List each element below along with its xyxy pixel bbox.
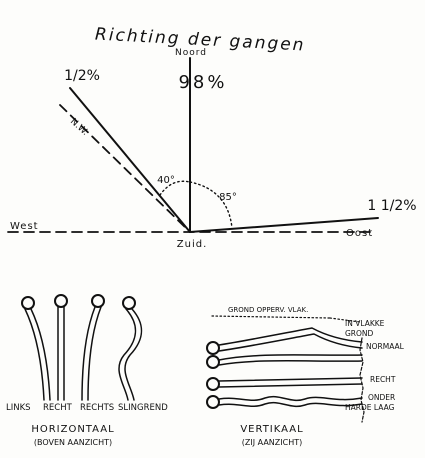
vertical-subtitle: (ZIJ AANZICHT) (242, 438, 302, 447)
vertical-hole-3 (206, 377, 220, 391)
vertical-hole-1 (206, 341, 220, 355)
ground-surface-line (211, 315, 331, 319)
south-label: Zuid. (177, 239, 208, 250)
tunnel-hole-slingrend (122, 296, 136, 310)
type-straight-label: RECHT (370, 375, 396, 384)
type-flat-line2: GROND (345, 329, 374, 338)
north-label: Noord (175, 48, 207, 58)
tunnel-path-slingrend (118, 308, 143, 401)
tunnel-hole-rechts (91, 294, 105, 308)
nw-dashed-line (59, 104, 191, 233)
horizontal-label-recht: RECHT (43, 403, 73, 413)
horizontal-label-slingrend: SLINGREND (118, 403, 168, 413)
type-hard-line1: ONDER (368, 393, 395, 402)
tunnel-path-rechts (81, 306, 102, 401)
horizontal-subtitle: (BOVEN AANZICHT) (34, 438, 112, 447)
vertical-boundary (359, 337, 365, 423)
vertical-hole-4 (206, 395, 220, 409)
north-percent: 98% (178, 72, 227, 93)
tunnel-hole-recht (54, 294, 68, 308)
nw-percent: 1/2% (64, 68, 100, 84)
vertical-path-1 (218, 327, 363, 352)
vertical-path-2 (218, 354, 363, 366)
type-normal-label: NORMAAL (366, 342, 405, 351)
vertical-path-3 (218, 377, 363, 388)
tunnel-hole-links (21, 296, 35, 310)
nw-label: N.W. (68, 117, 90, 138)
vertical-hole-2 (206, 355, 220, 369)
type-hard-line2: HARDE LAAG (345, 403, 395, 412)
east-percent: 1 1/2% (367, 198, 416, 214)
vertical-path-4 (218, 396, 363, 408)
tunnel-path-recht (57, 306, 65, 401)
nw-solid-line (69, 87, 191, 233)
angle-arc-right (189, 181, 233, 229)
angle-arc-left (159, 180, 191, 196)
horizontal-title: HORIZONTAAL (31, 424, 114, 435)
angle-right-label: 85° (219, 192, 237, 203)
type-flat-line1: IN VLAKKE (345, 319, 385, 328)
ground-dotted-down (329, 317, 361, 323)
horizontal-label-links: LINKS (6, 403, 31, 413)
east-label: Oost (346, 228, 373, 239)
west-label: West (10, 221, 39, 232)
horizontal-label-rechts: RECHTS (80, 403, 114, 413)
vertical-title: VERTIKAAL (240, 424, 303, 435)
ground-surface-label: GROND OPPERV. VLAK. (228, 306, 308, 314)
east-solid-line (189, 217, 379, 233)
angle-left-label: 40° (157, 175, 175, 186)
tunnel-path-links (24, 308, 51, 401)
